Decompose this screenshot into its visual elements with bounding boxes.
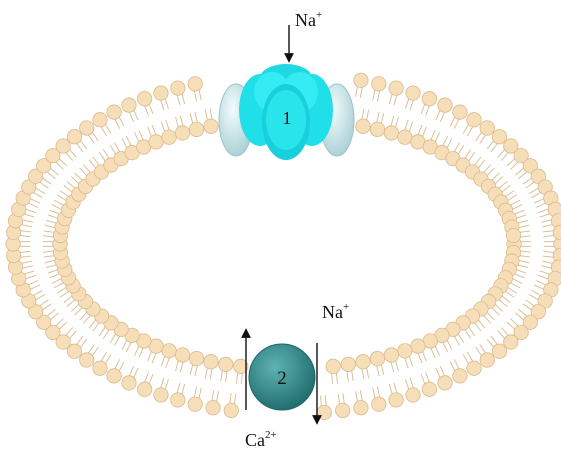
lipid-head xyxy=(353,72,369,88)
lipid-head xyxy=(36,314,52,330)
lipid-head xyxy=(437,97,453,113)
lipid-head xyxy=(388,392,404,408)
lipid-head xyxy=(161,129,177,145)
lipid-head xyxy=(371,396,387,412)
lipid-head xyxy=(503,138,519,154)
lipid-head xyxy=(218,356,234,372)
lipid-head xyxy=(421,91,437,107)
lipid-head xyxy=(170,392,186,408)
lipid-head xyxy=(466,360,482,376)
lipid-head xyxy=(522,158,538,174)
lipid-head xyxy=(137,381,153,397)
lipid-head xyxy=(28,304,44,320)
na-bottom-label: Na+ xyxy=(322,301,349,322)
lipid-head xyxy=(522,314,538,330)
lipid-head xyxy=(452,104,468,120)
lipid-head xyxy=(21,179,37,195)
lipid-head xyxy=(233,358,249,374)
lipid-head xyxy=(106,368,122,384)
lipid-head xyxy=(203,118,219,134)
lipid-head xyxy=(148,134,164,150)
lipid-head xyxy=(188,351,205,367)
lipid-head xyxy=(491,343,508,359)
lipid-head xyxy=(505,227,522,244)
lipid-head xyxy=(491,129,508,145)
lipid-head xyxy=(92,360,108,376)
lipid-head xyxy=(121,375,137,391)
lipid-head xyxy=(405,85,421,101)
lipid-head xyxy=(188,121,205,137)
lipid-head xyxy=(161,343,177,359)
lipid-head xyxy=(79,120,95,136)
lipid-head xyxy=(174,347,191,363)
lipid-head xyxy=(355,354,371,370)
lipid-head xyxy=(153,387,169,403)
na-top-label: Na+ xyxy=(295,9,322,30)
lipid-head xyxy=(66,129,83,145)
lipid-head xyxy=(55,334,71,350)
lipid-head xyxy=(421,381,437,397)
lipid-head xyxy=(335,402,351,419)
lipid-head xyxy=(223,402,239,419)
lipid-head xyxy=(137,91,153,107)
lipid-head xyxy=(28,168,44,184)
lipid-head xyxy=(537,293,553,309)
channel-number-label: 1 xyxy=(283,108,292,128)
lipid-head xyxy=(325,358,341,374)
lipid-head xyxy=(66,343,83,359)
lipid-head xyxy=(513,324,529,340)
lipid-head xyxy=(369,351,386,367)
ca-label: Ca2+ xyxy=(245,429,277,450)
lipid-head xyxy=(153,85,169,101)
lipid-heads xyxy=(5,72,561,421)
lipid-head xyxy=(503,334,519,350)
lipid-head xyxy=(369,121,386,137)
lipid-head xyxy=(106,104,122,120)
lipid-head xyxy=(316,404,332,421)
lipid-head xyxy=(371,76,387,92)
lipid-head xyxy=(353,400,369,416)
ion-channel-icon xyxy=(218,64,355,160)
lipid-head xyxy=(513,148,529,164)
lipid-head xyxy=(383,347,400,363)
lipid-head xyxy=(405,387,421,403)
lipid-head xyxy=(552,224,561,240)
exchanger-sphere-icon xyxy=(248,343,316,411)
lipid-head xyxy=(79,352,95,368)
lipid-head xyxy=(479,120,495,136)
lipid-head xyxy=(397,343,413,359)
lipid-head xyxy=(355,118,371,134)
lipid-head xyxy=(45,324,61,340)
lipid-head xyxy=(203,354,219,370)
lipid-head xyxy=(452,368,468,384)
lipid-head xyxy=(383,125,400,141)
lipid-head xyxy=(55,138,71,154)
lipid-head xyxy=(121,97,137,113)
lipid-head xyxy=(437,375,453,391)
lipid-head xyxy=(92,112,108,128)
lipid-head xyxy=(530,304,546,320)
lipid-head xyxy=(466,112,482,128)
lipid-head xyxy=(410,338,426,354)
lipid-head xyxy=(170,80,186,96)
lipid-head xyxy=(340,356,356,372)
lipid-head xyxy=(388,80,404,96)
lipid-head xyxy=(205,400,221,416)
lipid-head xyxy=(36,158,52,174)
lipid-head xyxy=(187,76,203,92)
lipid-head xyxy=(187,396,203,412)
exchanger-number-label: 2 xyxy=(277,368,287,389)
lipid-head xyxy=(174,125,191,141)
lipid-head xyxy=(45,148,61,164)
lipid-head xyxy=(397,129,413,145)
lipid-head xyxy=(479,352,495,368)
lipid-head xyxy=(530,168,546,184)
